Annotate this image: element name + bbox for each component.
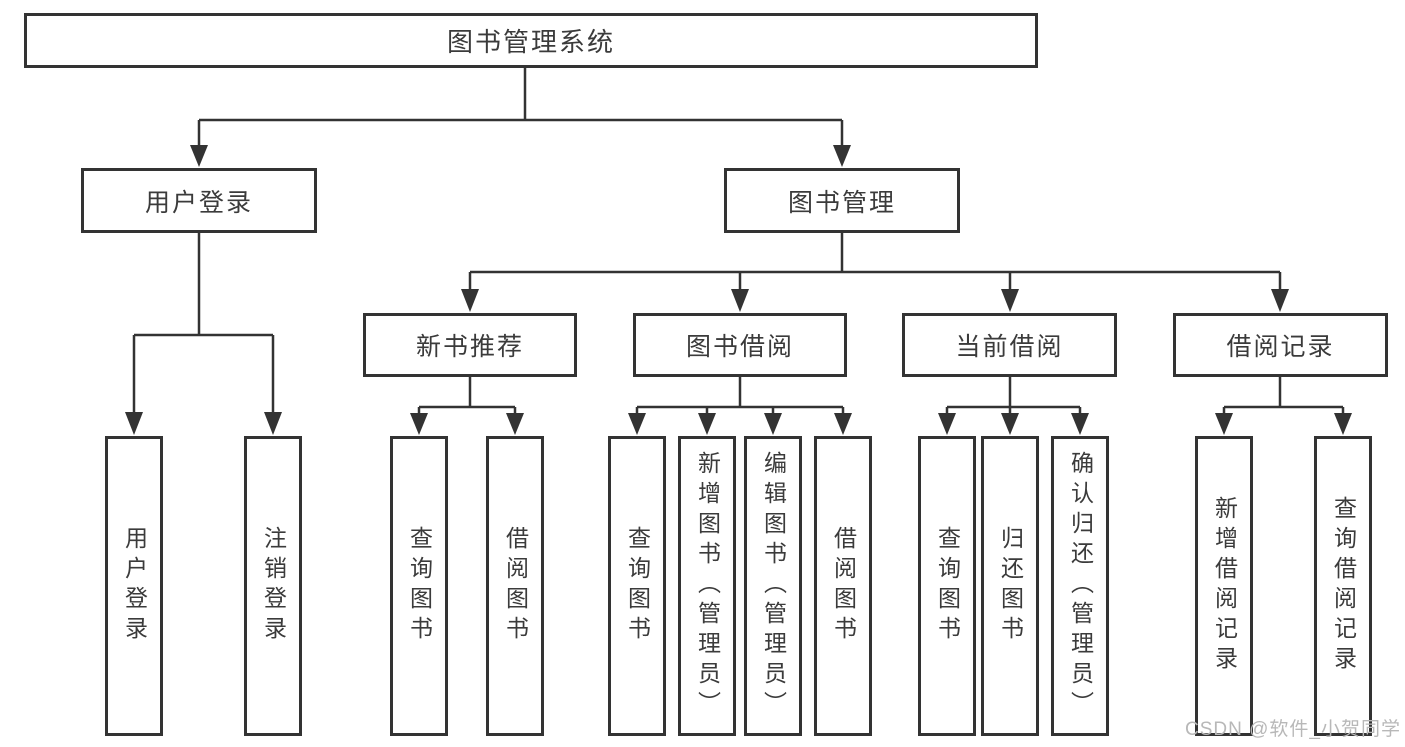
leaf-query-book-borrow: 查询图书 xyxy=(608,436,666,736)
node-borrow-records: 借阅记录 xyxy=(1173,313,1388,377)
node-label: 查询图书 xyxy=(406,526,433,646)
node-label: 借阅图书 xyxy=(502,526,529,646)
node-label: 查询图书 xyxy=(934,526,961,646)
node-label: 图书管理 xyxy=(787,188,896,217)
leaf-query-book-recommend: 查询图书 xyxy=(390,436,448,736)
leaf-edit-book-admin: 编辑图书（管理员） xyxy=(744,436,802,736)
leaf-borrow-book-recommend: 借阅图书 xyxy=(486,436,544,736)
node-label: 确认归还（管理员） xyxy=(1067,451,1094,721)
node-book-management: 图书管理 xyxy=(724,168,960,233)
node-new-book-recommend: 新书推荐 xyxy=(363,313,577,377)
node-label: 用户登录 xyxy=(144,188,253,217)
node-label: 编辑图书（管理员） xyxy=(760,451,787,721)
node-user-login: 用户登录 xyxy=(81,168,317,233)
leaf-add-book-admin: 新增图书（管理员） xyxy=(678,436,736,736)
node-label: 新增借阅记录 xyxy=(1211,496,1238,676)
node-label: 图书借阅 xyxy=(685,333,794,361)
leaf-logout: 注销登录 xyxy=(244,436,302,736)
node-label: 新增图书（管理员） xyxy=(694,451,721,721)
node-label: 当前借阅 xyxy=(955,333,1064,361)
node-label: 查询借阅记录 xyxy=(1330,496,1357,676)
node-label: 归还图书 xyxy=(997,526,1024,646)
node-label: 新书推荐 xyxy=(415,333,524,361)
node-label: 用户登录 xyxy=(121,526,148,646)
leaf-borrow-book: 借阅图书 xyxy=(814,436,872,736)
connector-paths xyxy=(132,68,1345,419)
leaf-confirm-return-admin: 确认归还（管理员） xyxy=(1051,436,1109,736)
node-label: 借阅记录 xyxy=(1226,333,1335,361)
leaf-query-borrow-record: 查询借阅记录 xyxy=(1314,436,1372,736)
node-label: 图书管理系统 xyxy=(446,27,615,57)
node-label: 借阅图书 xyxy=(830,526,857,646)
leaf-user-login: 用户登录 xyxy=(105,436,163,736)
node-book-borrow: 图书借阅 xyxy=(633,313,847,377)
csdn-watermark: CSDN @软件_小贺同学 xyxy=(1185,719,1401,740)
node-label: 查询图书 xyxy=(624,526,651,646)
node-label: 注销登录 xyxy=(260,526,287,646)
arrowheads xyxy=(125,145,1352,435)
leaf-add-borrow-record: 新增借阅记录 xyxy=(1195,436,1253,736)
node-current-borrow: 当前借阅 xyxy=(902,313,1117,377)
leaf-return-book: 归还图书 xyxy=(981,436,1039,736)
node-library-management-system: 图书管理系统 xyxy=(24,13,1038,68)
leaf-query-book-current: 查询图书 xyxy=(918,436,976,736)
